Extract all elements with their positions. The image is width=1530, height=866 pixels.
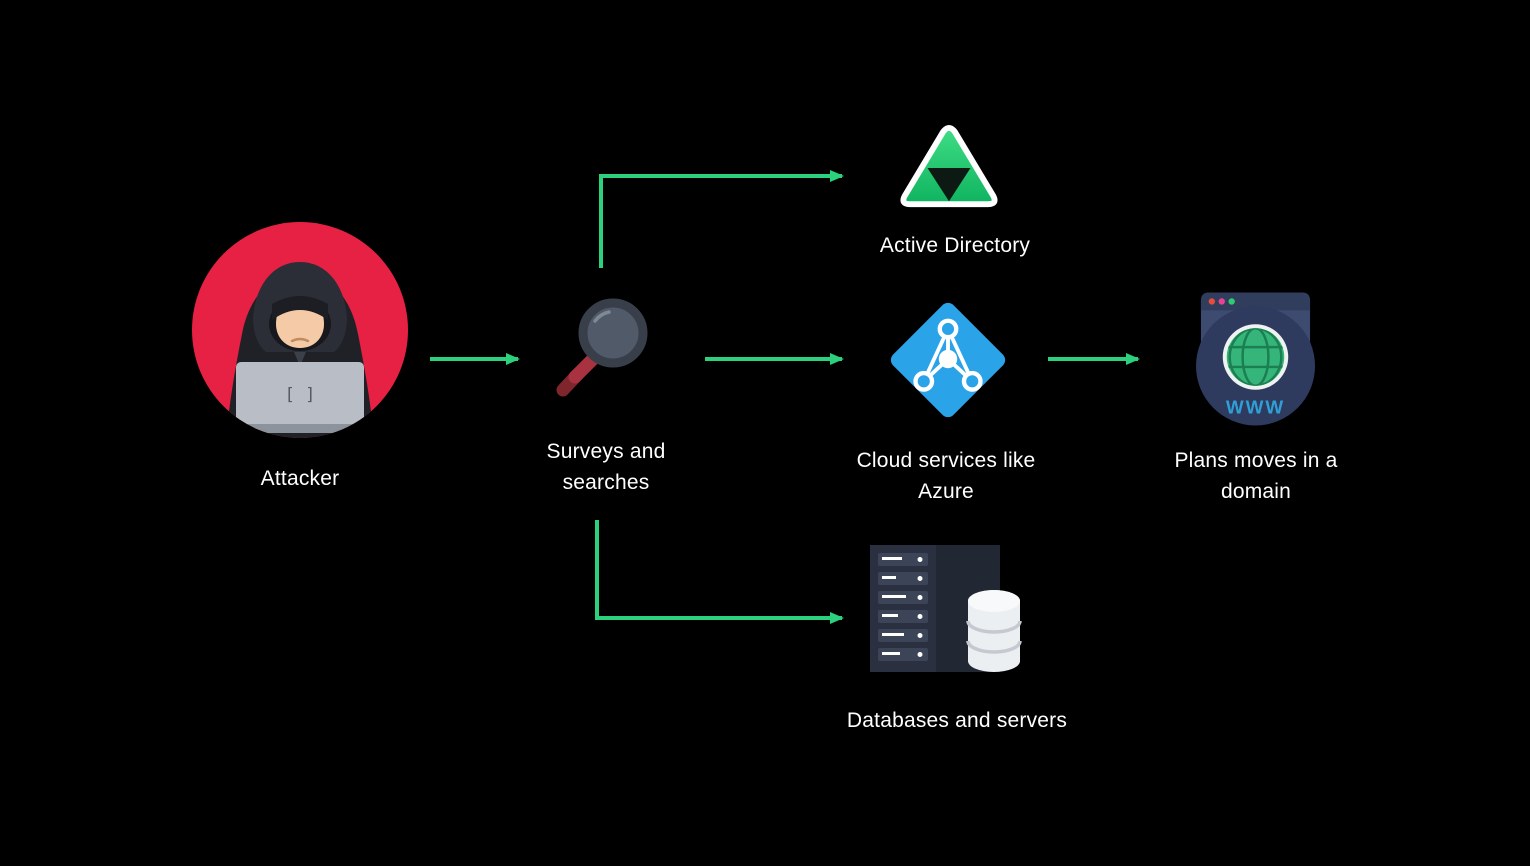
browser-globe-icon: WWW [1193,290,1318,426]
svg-text:[ ]: [ ] [285,385,316,405]
active-directory-graphic [900,125,998,208]
magnifier-icon [545,293,655,403]
attacker-icon: [ ] [190,220,410,440]
plans-label: Plans moves in a domain [1174,449,1338,503]
attacker-graphic: [ ] [192,222,408,438]
database-server-graphic [870,545,1022,672]
browser-globe-graphic: WWW [1195,292,1316,426]
azure-ad-graphic [890,302,1006,418]
azure-label: Cloud services like Azure [856,449,1036,503]
svg-text:WWW: WWW [1226,397,1285,418]
database-server-icon [868,543,1028,683]
magnifier-graphic [556,298,648,397]
arrow-surveys-to-active-directory [599,170,844,268]
active-directory-icon [900,124,998,210]
databases-label: Databases and servers [846,709,1068,732]
azure-ad-icon [885,297,1011,423]
active-directory-label: Active Directory [879,234,1031,257]
attacker-label: Attacker [260,467,340,490]
surveys-label: Surveys and searches [546,440,666,494]
arrow-surveys-to-databases [595,520,844,624]
